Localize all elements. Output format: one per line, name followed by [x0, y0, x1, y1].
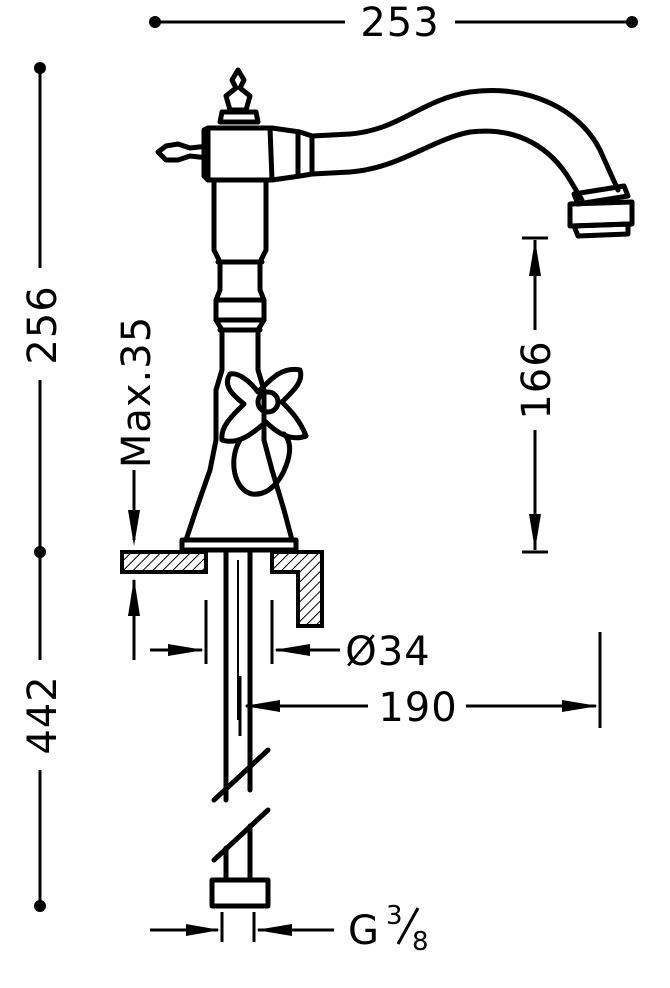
dimension-spout-reach: 190 [238, 632, 602, 736]
countertop-right [270, 550, 324, 628]
connection-thread-letter: G [348, 908, 380, 954]
cross-handle [219, 366, 309, 497]
connection-thread-numerator: 3 [386, 901, 403, 931]
dimension-overall-width: 253 [149, 0, 638, 46]
countertop-section [120, 550, 324, 628]
overall-width-label: 253 [360, 0, 439, 46]
hole-diameter-label: Ø34 [345, 629, 430, 675]
hose-length-label: 442 [20, 675, 66, 754]
dimension-left-vertical: 256 442 [20, 62, 66, 912]
spout-reach-label: 190 [378, 685, 457, 731]
spout-height-label: 166 [514, 340, 560, 419]
faucet-body [155, 67, 635, 553]
dimension-connection-thread: G 3 8 [150, 901, 429, 957]
dimension-spout-height: 166 [514, 236, 560, 554]
dimension-max-thickness: Max.35 [114, 316, 160, 660]
connection-thread-denominator: 8 [412, 927, 429, 957]
countertop-left [120, 550, 208, 574]
supply-hose [209, 549, 271, 909]
overall-height-label: 256 [20, 285, 66, 364]
max-thickness-label: Max.35 [114, 316, 160, 468]
dimension-hole-diameter: Ø34 [150, 600, 430, 675]
